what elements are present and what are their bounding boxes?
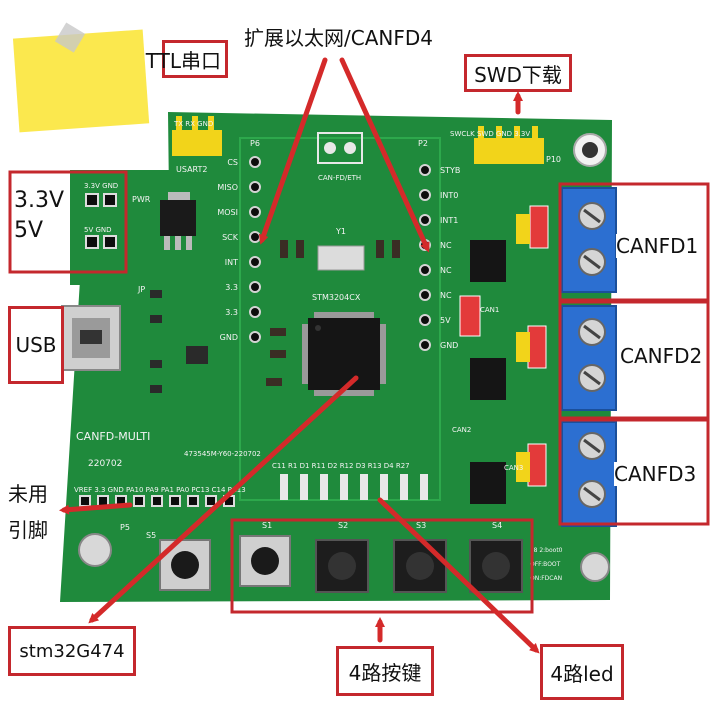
sticky-note [12, 22, 150, 133]
silk-bottom-header: VREF 3.3 GND PA10 PA9 PA1 PA0 PC13 C14 P… [74, 486, 246, 494]
svg-text:CS: CS [227, 158, 238, 167]
canfd2-frame [558, 300, 710, 420]
svg-text:INT: INT [225, 258, 238, 267]
smd-components [266, 240, 400, 386]
yellow-sockets [516, 214, 530, 482]
silk-board-name: CANFD-MULTI [76, 430, 150, 443]
svg-text:P8 2:boot0: P8 2:boot0 [530, 547, 563, 554]
tactile-buttons [159, 535, 523, 593]
silk-usart: USART2 [176, 165, 208, 174]
buttons-frame [230, 518, 534, 614]
terminal-block-canfd3 [561, 421, 617, 527]
svg-text:3.3: 3.3 [225, 283, 238, 292]
can-fd-eth-pads [317, 132, 363, 164]
silk-y1: Y1 [335, 227, 346, 236]
silk-p6: P6 [250, 139, 260, 148]
svg-text:S2: S2 [338, 521, 348, 530]
svg-text:SCK: SCK [222, 233, 239, 242]
svg-text:3.3: 3.3 [225, 308, 238, 317]
terminal-block-canfd1 [561, 187, 617, 293]
power-frame [8, 170, 128, 274]
silk-board-date: 220702 [88, 459, 122, 469]
silk-can3: CAN3 [504, 464, 523, 472]
bottom-pin-header [79, 495, 235, 507]
silk-v33gnd: 3.3V GND [84, 182, 118, 190]
unused-pins-label: 未用 引脚 [8, 482, 48, 542]
canfd3-frame [558, 418, 710, 526]
mcu-chip [302, 312, 386, 396]
svg-text:NC: NC [440, 266, 452, 275]
power-label: 3.3V 5V [14, 188, 65, 243]
silk-leds-row: C11 R1 D1 R11 D2 R12 D3 R13 D4 R27 [272, 462, 410, 470]
silk-p10: P10 [546, 155, 561, 164]
p6-pin-header [249, 156, 261, 343]
mount-hole [582, 142, 598, 158]
can-transceivers [470, 240, 506, 504]
svg-text:INT1: INT1 [440, 216, 458, 225]
silk-p6-pins: CS MISO MOSI SCK INT 3.3 3.3 GND [217, 158, 238, 342]
silk-can1: CAN1 [480, 306, 499, 314]
svg-text:S4: S4 [492, 521, 502, 530]
silk-p2: P2 [418, 139, 428, 148]
silk-can-fd-eth: CAN-FD/ETH [318, 174, 361, 182]
svg-text:OFF:BOOT: OFF:BOOT [530, 561, 561, 568]
silk-jp: JP [137, 285, 145, 294]
callout-arrows [59, 57, 540, 654]
svg-text:INT0: INT0 [440, 191, 458, 200]
mount-hole [580, 552, 610, 582]
voltage-regulator [160, 192, 196, 250]
silk-p2-pins: STYB INT0 INT1 NC NC NC 5V GND [440, 166, 460, 350]
svg-text:MISO: MISO [217, 183, 238, 192]
silk-uart-pins: TX RX GND [173, 120, 213, 128]
silk-serial: 473545M-Y60-220702 [184, 450, 261, 458]
canfd1-label: CANFD1 [616, 234, 699, 258]
silk-switches: S5 S1 S2 S3 S4 [146, 521, 502, 540]
buttons-label: 4路按键 [336, 646, 434, 696]
silk-v5gnd: 5V GND [84, 226, 112, 234]
silk-can2: CAN2 [452, 426, 471, 434]
swd-label: SWD下载 [464, 54, 572, 92]
swd-header [474, 126, 544, 164]
silk-chip-label: STM3204CX [312, 293, 361, 302]
led-row [280, 474, 428, 500]
svg-text:NC: NC [440, 291, 452, 300]
mcu-label: stm32G474 [8, 626, 136, 676]
ethernet-canfd4-label: 扩展以太网/CANFD4 [244, 26, 433, 50]
canfd2-label: CANFD2 [620, 344, 703, 368]
power-header-pads [85, 193, 117, 249]
usb-connector [61, 305, 121, 371]
smd-components-left [150, 290, 208, 393]
svg-text:MOSI: MOSI [217, 208, 238, 217]
silk-p5: P5 [120, 523, 130, 532]
svg-text:S3: S3 [416, 521, 426, 530]
svg-text:STYB: STYB [440, 166, 460, 175]
silk-pwr: PWR [132, 195, 151, 204]
terminal-block-canfd2 [561, 305, 617, 411]
svg-text:GND: GND [440, 341, 458, 350]
crystal-y1 [317, 245, 365, 271]
svg-text:NC: NC [440, 241, 452, 250]
svg-text:S1: S1 [262, 521, 272, 530]
silk-swd-pins: SWCLK SWD GND 3.3V [450, 130, 530, 138]
leds-label: 4路led [540, 644, 624, 700]
ttl-uart-label: TTL串口 [146, 40, 228, 78]
svg-text:GND: GND [220, 333, 238, 342]
pcb-inner-outline [239, 137, 441, 501]
canfd3-label: CANFD3 [614, 462, 697, 486]
usb-label: USB [8, 306, 64, 384]
silk-boot-labels: P8 2:boot0 OFF:BOOT ON:FDCAN [530, 547, 563, 582]
red-jumpers [459, 205, 549, 487]
svg-text:5V: 5V [440, 316, 451, 325]
mount-hole [78, 533, 112, 567]
svg-text:S5: S5 [146, 531, 156, 540]
svg-text:ON:FDCAN: ON:FDCAN [530, 575, 562, 582]
canfd1-frame [558, 182, 710, 302]
uart-header [172, 116, 222, 156]
